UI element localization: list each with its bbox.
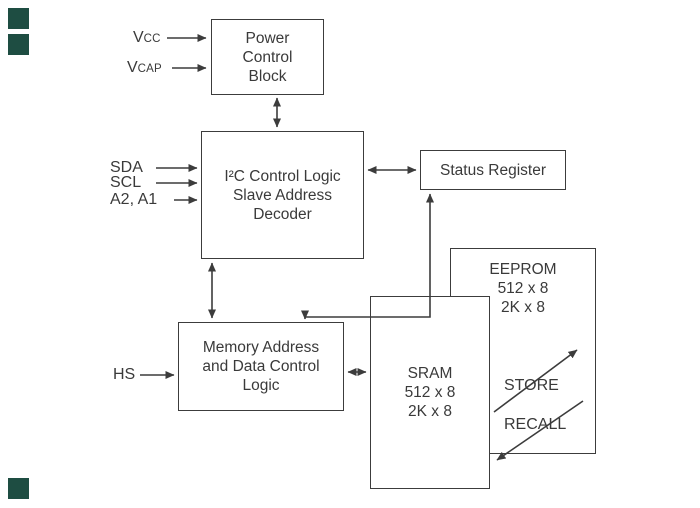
eeprom-line-3: 2K x 8 [501, 299, 545, 316]
recall-label: RECALL [504, 416, 567, 433]
memaddr-line-2: and Data Control [202, 358, 320, 375]
vcap-main: V [127, 59, 138, 76]
i2c-line-2: Slave Address [232, 186, 333, 204]
vcc-main: V [133, 29, 144, 46]
corner-marker-top-1 [8, 8, 29, 29]
power-control-line-1: Power [245, 29, 290, 47]
vcap-sub: CAP [137, 63, 162, 75]
i2c-line-3: Decoder [253, 205, 312, 223]
eeprom-line-1: EEPROM [489, 261, 557, 278]
scl-label: SCL [110, 174, 142, 191]
a2a1-label: A2, A1 [110, 191, 158, 208]
sram-line-2: 512 x 8 [404, 384, 456, 401]
status-register-block: Status Register [420, 150, 566, 190]
power-control-line-3: Block [248, 67, 287, 85]
i2c-line-1: I²C Control Logic [224, 167, 341, 185]
memaddr-line-1: Memory Address [202, 339, 320, 356]
vcc-sub: CC [143, 33, 161, 45]
sram-block: SRAM 512 x 8 2K x 8 [370, 296, 490, 489]
power-control-block: Power Control Block [211, 19, 324, 95]
memaddr-line-3: Logic [242, 377, 280, 394]
hs-label: HS [113, 366, 136, 383]
sram-line-1: SRAM [407, 365, 453, 382]
status-register-label: Status Register [440, 161, 546, 179]
corner-marker-top-2 [8, 34, 29, 55]
corner-marker-bottom [8, 478, 29, 499]
sda-label: SDA [110, 159, 143, 176]
memory-address-control-block: Memory Address and Data Control Logic [178, 322, 344, 411]
sram-line-3: 2K x 8 [408, 403, 452, 420]
i2c-control-logic-block: I²C Control Logic Slave Address Decoder [201, 131, 364, 259]
vcap-label: VCAP [127, 59, 162, 78]
vcc-label: VCC [133, 29, 161, 48]
eeprom-line-2: 512 x 8 [497, 280, 549, 297]
store-label: STORE [504, 377, 559, 394]
power-control-line-2: Control [242, 48, 293, 66]
